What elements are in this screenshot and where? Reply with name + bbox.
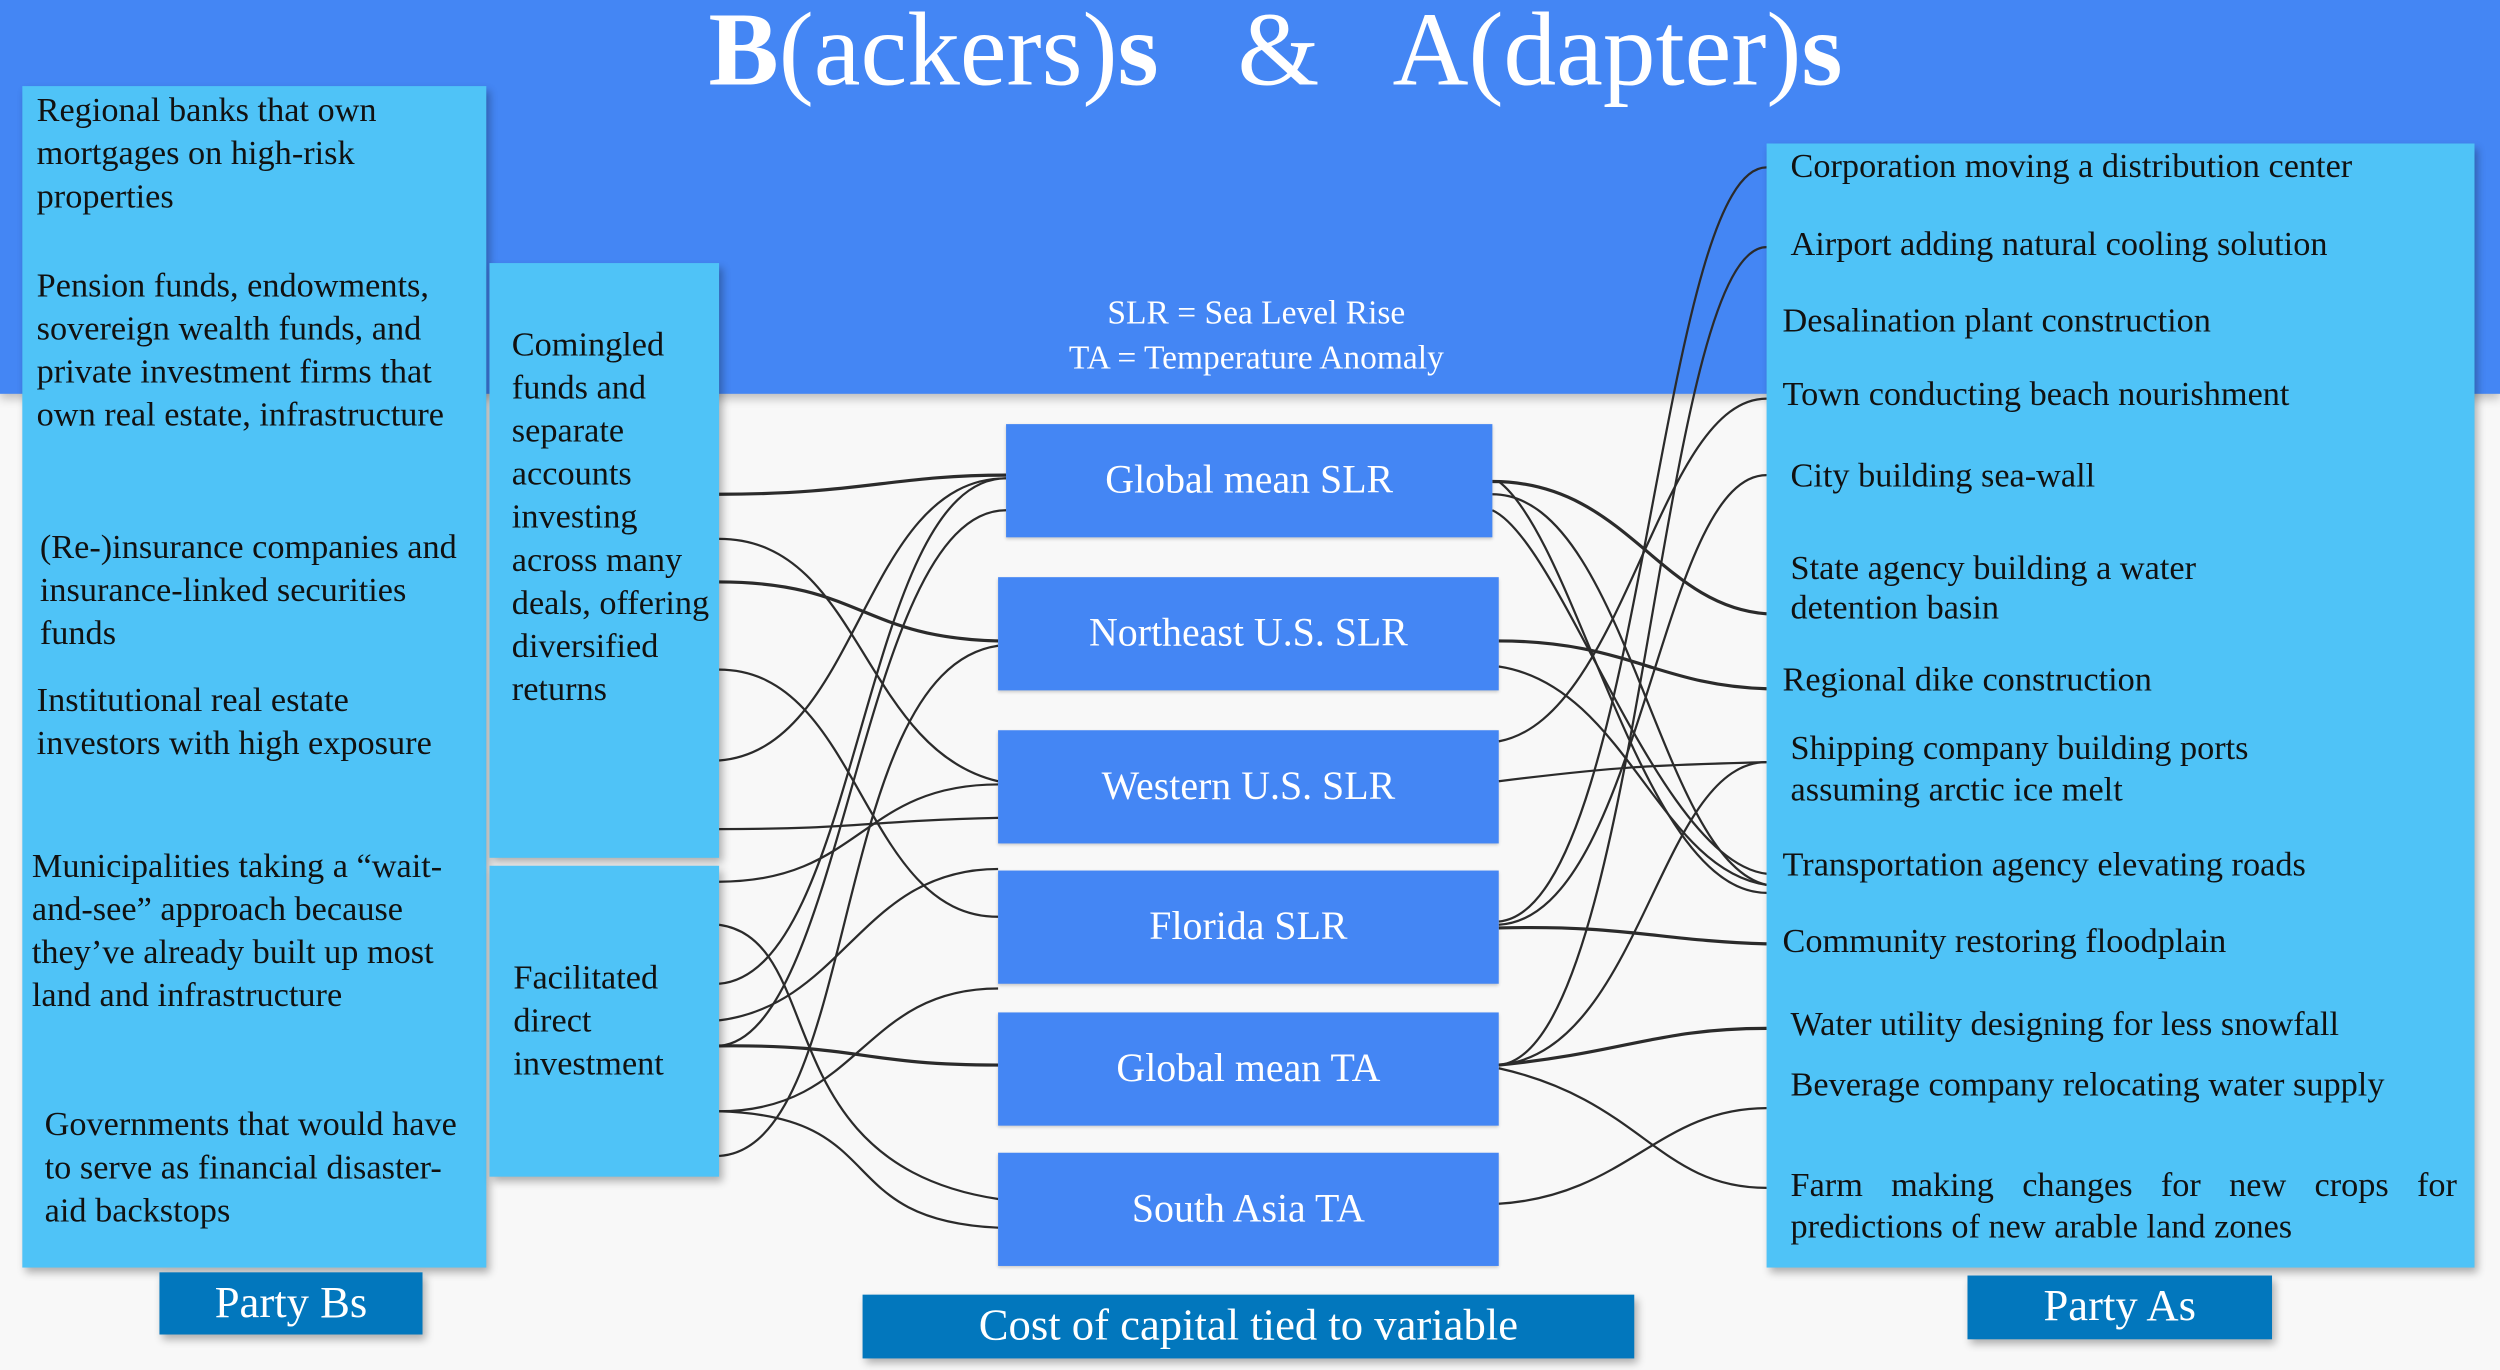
variable-florida-slr: Florida SLR: [998, 870, 1499, 984]
party-a-item: Corporation moving a distribution center: [1790, 146, 2353, 185]
party-b-item: Governments that would have to serve as …: [44, 1104, 457, 1230]
party-a-item: Desalination plant construction: [1782, 301, 2211, 340]
party-a-item: Airport adding natural cooling solution: [1790, 224, 2328, 264]
legend-ta: TA = Temperature Anomaly: [1068, 338, 1444, 377]
variable-global-mean-ta: Global mean TA: [998, 1012, 1499, 1126]
party-as-label: Party As: [1967, 1275, 2273, 1340]
party-a-panel: [1766, 143, 2475, 1268]
party-a-item: Water utility designing for less snowfal…: [1790, 1004, 2339, 1043]
party-a-item: Community restoring floodplain: [1782, 921, 2227, 960]
party-b-item: Institutional real estate investors with…: [36, 680, 432, 763]
party-a-item: Transportation agency elevating roads: [1782, 845, 2306, 884]
variable-global-mean-slr: Global mean SLR: [1006, 424, 1493, 538]
party-a-item: Regional dike construction: [1782, 660, 2152, 699]
variables-label: Cost of capital tied to variable: [862, 1294, 1635, 1359]
variable-western-slr: Western U.S. SLR: [998, 730, 1499, 844]
vehicle-comingled: Comingled funds and separate accounts in…: [511, 325, 710, 708]
party-b-item: Regional banks that own mortgages on hig…: [36, 90, 377, 216]
party-b-item: Municipalities taking a “wait-and-see” a…: [31, 846, 443, 1015]
vehicle-comingled-panel: [489, 263, 720, 858]
party-b-panel: [22, 86, 487, 1268]
party-a-item: Town conducting beach nourishment: [1782, 374, 2290, 413]
vehicle-direct: Facilitated direct investment: [513, 958, 664, 1083]
party-bs-label: Party Bs: [159, 1272, 423, 1335]
party-a-item: State agency building a water detention …: [1790, 548, 2197, 627]
party-b-item: (Re-)insurance companies and insurance-l…: [39, 527, 457, 653]
page-title: B(ackers)s & A(dapter)s: [708, 0, 1843, 109]
party-b-item: Pension funds, endowments, sovereign wea…: [36, 266, 445, 434]
party-a-item: Shipping company building ports assuming…: [1790, 728, 2249, 809]
variable-northeast-slr: Northeast U.S. SLR: [998, 577, 1499, 691]
variable-south-asia-ta: South Asia TA: [998, 1152, 1499, 1266]
vehicle-direct-panel: [489, 865, 720, 1177]
party-a-item: Beverage company relocating water supply: [1790, 1065, 2385, 1104]
party-a-item: City building sea-wall: [1790, 455, 2096, 495]
party-a-item: Farm making changes for new crops for pr…: [1790, 1165, 2457, 1246]
legend-slr: SLR = Sea Level Rise: [1107, 293, 1406, 332]
